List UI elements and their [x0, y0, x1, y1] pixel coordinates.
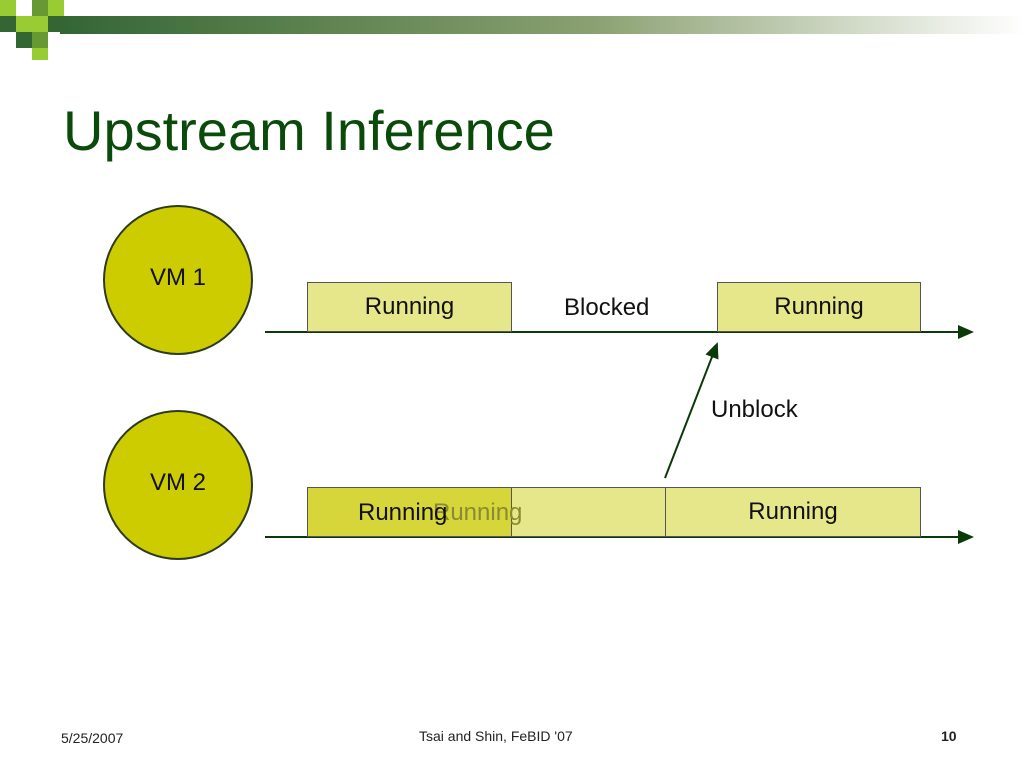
vm1-blocked-label: Blocked	[564, 294, 650, 321]
unblock-label: Unblock	[711, 396, 798, 423]
vm1-node: VM 1	[103, 205, 253, 355]
vm1-running-box-1: Running	[307, 282, 512, 332]
footer-page-number: 10	[941, 728, 957, 744]
header-gradient-bar	[60, 16, 1024, 34]
header-square	[32, 48, 48, 60]
header-square	[16, 16, 32, 32]
header-square	[16, 32, 32, 48]
header-square	[48, 16, 64, 32]
vm2-node: VM 2	[103, 410, 253, 560]
vm1-running-box-1-label: Running	[364, 293, 455, 320]
unblock-arrow	[664, 342, 719, 479]
header-square	[32, 16, 48, 32]
header-square	[32, 0, 48, 16]
vm2-running-overlay-label: Running	[358, 499, 448, 526]
header-decoration	[0, 0, 1024, 60]
footer-center-text: Tsai and Shin, FeBID '07	[419, 728, 573, 744]
vm1-running-box-2-label: Running	[774, 293, 864, 320]
vm2-running-overlay-box	[307, 487, 512, 537]
header-square	[0, 16, 16, 32]
header-square	[48, 0, 64, 16]
vm2-running-box-2-label: Running	[748, 498, 838, 525]
header-square	[16, 0, 32, 16]
slide-title: Upstream Inference	[63, 99, 555, 162]
vm1-running-box-2: Running	[717, 282, 921, 332]
vm2-label: VM 2	[149, 469, 206, 496]
vm2-running-box-2: Running	[665, 487, 921, 537]
header-square	[0, 0, 16, 16]
vm2-running-box-1-label: Running	[433, 499, 523, 526]
header-square	[32, 32, 48, 48]
vm1-label: VM 1	[149, 264, 206, 291]
footer-date: 5/25/2007	[61, 730, 124, 746]
